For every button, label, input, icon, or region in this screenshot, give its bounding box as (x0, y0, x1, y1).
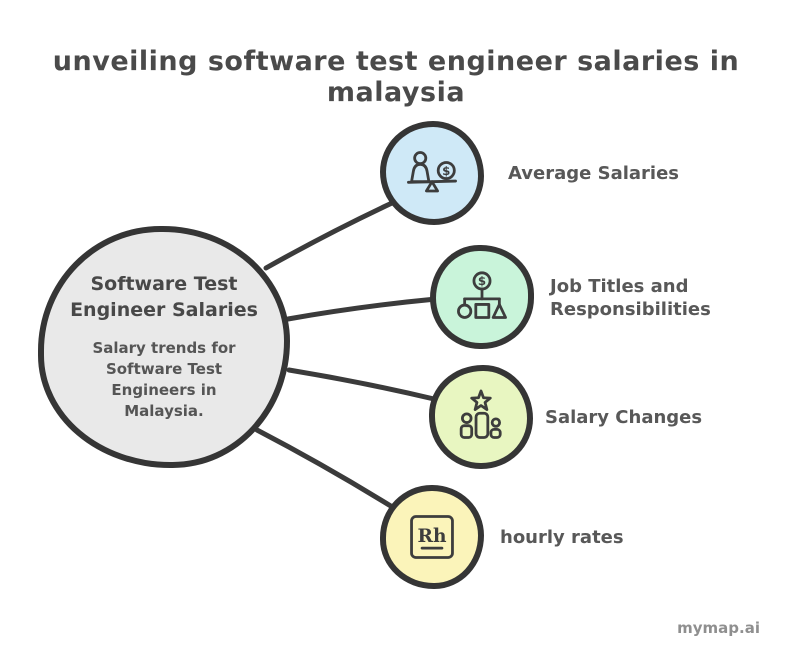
connector-line-2 (285, 296, 439, 322)
branch-node-salary-changes (429, 365, 533, 469)
person-dollar-balance-icon: $ (407, 151, 457, 193)
central-topic-heading: Software Test Engineer Salaries (70, 273, 258, 321)
robert-half-logo-icon: Rh (410, 515, 454, 559)
connector-line-3 (286, 367, 437, 402)
watermark: mymap.ai (677, 619, 760, 637)
connector-line-1 (263, 200, 395, 271)
page-title: unveiling software test engineer salarie… (52, 46, 740, 108)
central-topic-node: Software Test Engineer Salaries Salary t… (38, 226, 290, 468)
svg-text:$: $ (442, 164, 450, 178)
central-topic-subtitle: Salary trends for Software Test Engineer… (92, 338, 236, 420)
branch-label-average-salaries: Average Salaries (508, 163, 680, 184)
branch-node-job-titles: $ (430, 245, 534, 349)
star-ranking-icon (459, 389, 502, 439)
branch-label-hourly-rates: hourly rates (500, 527, 624, 548)
branch-node-hourly-rates: Rh (380, 485, 484, 589)
branch-label-job-titles: Job Titles and Responsibilities (550, 276, 711, 321)
svg-text:$: $ (478, 274, 486, 288)
connector-line-4 (254, 427, 397, 511)
svg-text:Rh: Rh (418, 526, 447, 547)
dollar-hierarchy-icon: $ (457, 271, 507, 319)
branch-node-average-salaries: $ (380, 121, 484, 225)
branch-label-salary-changes: Salary Changes (545, 407, 703, 428)
